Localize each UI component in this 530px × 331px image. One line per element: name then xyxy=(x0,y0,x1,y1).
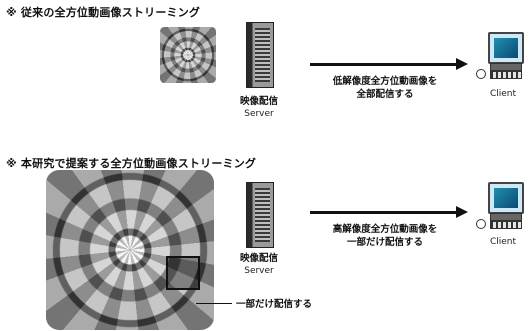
arrow-shaft-2 xyxy=(310,211,458,214)
section1-heading: ※ 従来の全方位動画像ストリーミング xyxy=(6,6,201,19)
arrow-head-icon xyxy=(456,58,468,70)
section2-heading: ※ 本研究で提案する全方位動画像ストリーミング xyxy=(6,157,257,170)
arrow-caption-line2-2: 一部だけ配信する xyxy=(346,237,423,248)
arrow-shaft xyxy=(310,63,458,66)
server-label-jp-2: 映像配信 xyxy=(239,253,278,264)
client-monitor-icon xyxy=(488,32,524,64)
callout-line xyxy=(196,303,232,304)
arrow-head-icon-2 xyxy=(456,206,468,218)
client-monitor-icon-2 xyxy=(488,182,524,214)
server-icon xyxy=(246,22,274,88)
server-label-en-2: Server xyxy=(244,266,274,276)
callout-text: 一部だけ配信する xyxy=(236,299,313,310)
arrow-caption-line2: 全部配信する xyxy=(356,89,414,100)
mouse-icon-2 xyxy=(476,219,486,229)
server-label-en: Server xyxy=(244,109,274,119)
fisheye-image-large xyxy=(46,170,214,330)
client-label: Client xyxy=(489,89,517,99)
client-keyboard-icon xyxy=(490,71,522,79)
client-keyboard-icon-2 xyxy=(490,221,522,229)
mouse-icon xyxy=(476,69,486,79)
arrow-caption-line1-2: 高解像度全方位動画像を xyxy=(332,224,438,235)
client-base-icon xyxy=(490,63,522,71)
client-label-2: Client xyxy=(489,237,517,247)
server-icon-2 xyxy=(246,182,274,248)
server-label-jp: 映像配信 xyxy=(239,96,278,107)
arrow-caption-line1: 低解像度全方位動画像を xyxy=(332,76,438,87)
fisheye-image-small xyxy=(160,27,216,83)
client-base-icon-2 xyxy=(490,213,522,221)
roi-highlight-box xyxy=(166,256,200,290)
